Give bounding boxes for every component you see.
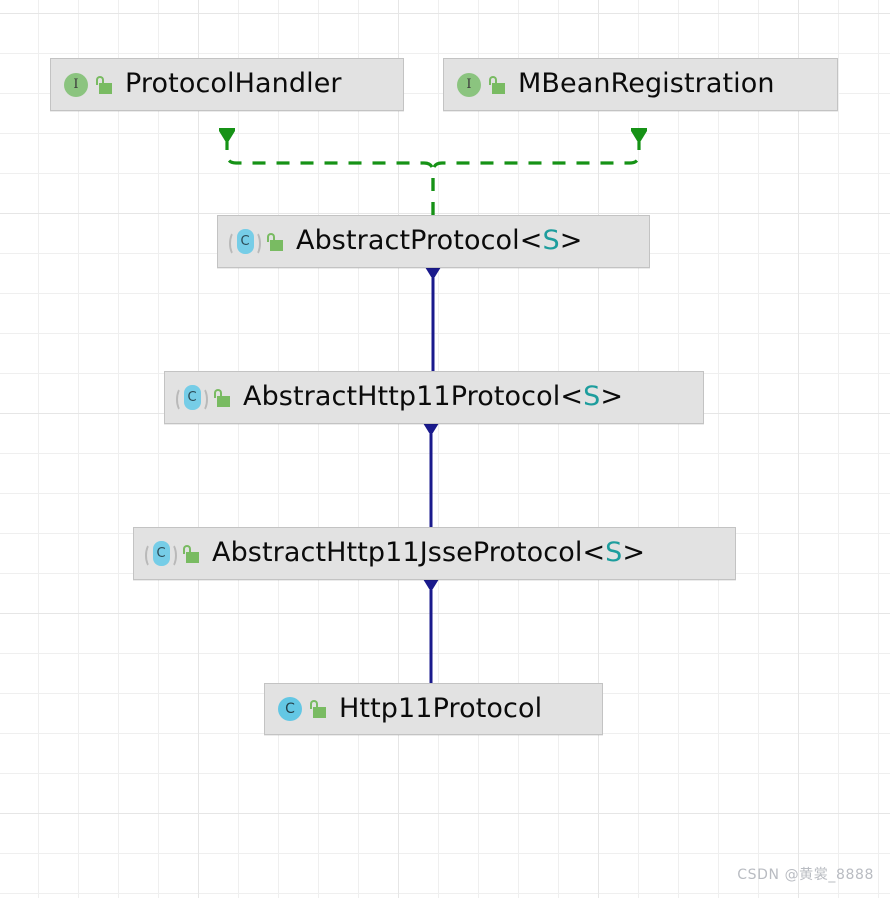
edge-realization-group [227, 136, 639, 215]
interface-icon: I [63, 72, 89, 98]
generic-type-param: S [542, 225, 560, 256]
unlocked-padlock-icon [182, 543, 202, 565]
node-abstract-http11-protocol[interactable]: C AbstractHttp11Protocol<S> [164, 371, 704, 424]
node-label: AbstractProtocol<S> [296, 227, 582, 256]
node-icons-mbean-registration: I [456, 72, 518, 98]
class-icon: C [277, 696, 303, 722]
generic-type-param: S [583, 381, 601, 412]
node-icons-abstract-http11-jsse-protocol: C [145, 541, 212, 568]
node-icons-abstract-protocol: C [229, 229, 296, 256]
node-abstract-protocol[interactable]: C AbstractProtocol<S> [217, 215, 650, 268]
abstract-class-icon: C [229, 229, 261, 256]
edge-generalization-group [431, 272, 433, 683]
node-icons-protocol-handler: I [63, 72, 125, 98]
generic-open-bracket: < [582, 537, 606, 568]
node-icons-abstract-http11-protocol: C [176, 385, 243, 412]
unlocked-padlock-icon [488, 74, 508, 96]
node-abstract-http11-jsse-protocol[interactable]: C AbstractHttp11JsseProtocol<S> [133, 527, 736, 580]
generic-close-bracket: > [559, 225, 583, 256]
unlocked-padlock-icon [309, 698, 329, 720]
node-label-name: AbstractProtocol [296, 225, 520, 256]
node-http11-protocol[interactable]: C Http11Protocol [264, 683, 603, 735]
interface-icon: I [456, 72, 482, 98]
generic-open-bracket: < [560, 381, 584, 412]
edge-realize-mbeanregistration [431, 136, 639, 215]
generic-close-bracket: > [622, 537, 646, 568]
generic-close-bracket: > [600, 381, 624, 412]
node-label: AbstractHttp11JsseProtocol<S> [212, 539, 645, 568]
node-label: ProtocolHandler [125, 68, 342, 99]
node-label: MBeanRegistration [518, 68, 775, 99]
node-label: Http11Protocol [339, 692, 543, 724]
node-label-name: AbstractHttp11JsseProtocol [212, 537, 583, 568]
node-mbean-registration[interactable]: I MBeanRegistration [443, 58, 838, 111]
abstract-class-icon: C [176, 385, 208, 412]
edge-realize-protocolhandler [227, 136, 435, 215]
unlocked-padlock-icon [95, 74, 115, 96]
generic-type-param: S [605, 537, 623, 568]
node-label-name: AbstractHttp11Protocol [243, 381, 561, 412]
unlocked-padlock-icon [266, 231, 286, 253]
watermark: CSDN @黄裳_8888 [737, 867, 874, 883]
node-protocol-handler[interactable]: I ProtocolHandler [50, 58, 404, 111]
generic-open-bracket: < [519, 225, 543, 256]
unlocked-padlock-icon [213, 387, 233, 409]
node-label: AbstractHttp11Protocol<S> [243, 383, 623, 412]
abstract-class-icon: C [145, 541, 177, 568]
node-icons-http11-protocol: C [277, 696, 339, 722]
